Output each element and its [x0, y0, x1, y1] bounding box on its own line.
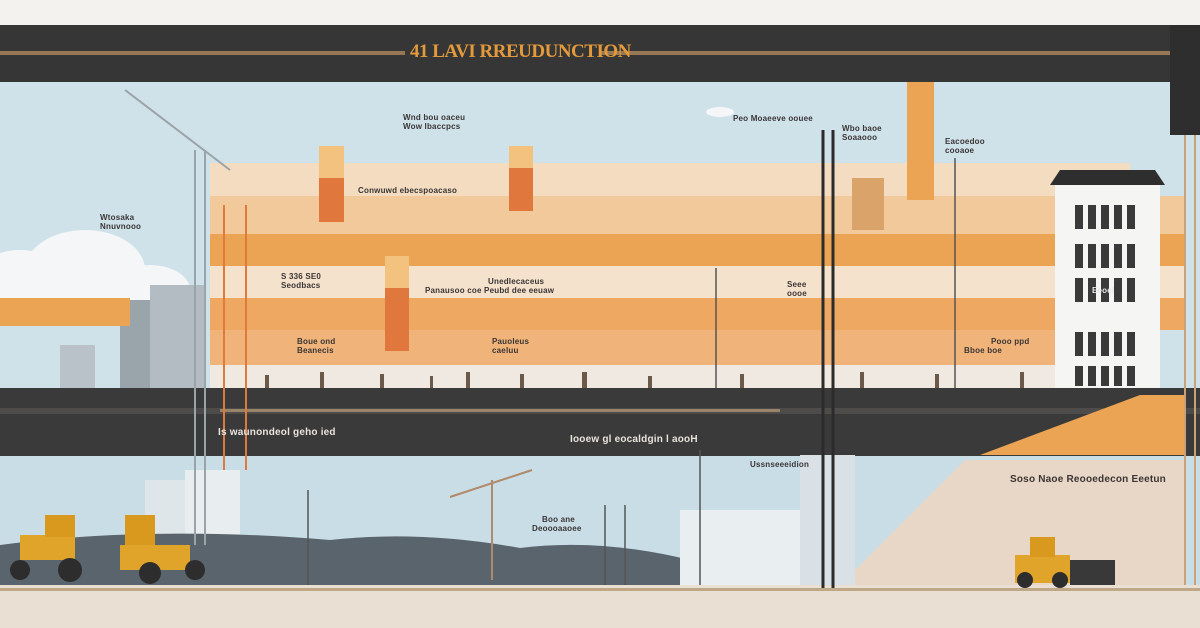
note-line: Nnuvnooo [100, 222, 142, 231]
crane-lower [449, 469, 533, 580]
lower-left-note: Boue ond Beanecis [297, 337, 335, 355]
left-sky-note: Wtosaka Nnuvnooo [100, 213, 141, 231]
scaffold-orange [223, 205, 247, 470]
road-left-caption: Is waunondeol geho ied [218, 427, 336, 438]
accent-block [385, 288, 409, 351]
note-line: Panausoo coe Peubd dee eeuaw [425, 286, 555, 295]
lower-tower [800, 455, 855, 585]
banner-stripe [0, 51, 1170, 55]
tower-black [821, 130, 835, 588]
note-line: Wbo baoe [842, 124, 882, 133]
accent-block [319, 178, 344, 222]
accent-block [319, 146, 344, 178]
ramp [840, 460, 1185, 585]
note-line: Wow lbaccpcs [403, 122, 461, 131]
hanging-banner [907, 62, 934, 200]
band-left [0, 298, 130, 326]
right-sky-note: Wbo baoe Soaaooo [842, 124, 882, 142]
ramp-top [980, 395, 1185, 455]
far-right-note: Eacoedoo cooaoe [945, 137, 985, 155]
ground-note: Boo ane Deoooaaoee [532, 515, 582, 533]
tower-right [1184, 135, 1196, 585]
band-4 [210, 266, 1185, 298]
building-sign: Eeoel [1092, 286, 1115, 295]
band-3 [210, 234, 1185, 266]
center-left-note: S 336 SE0 Seodbacs [281, 272, 321, 290]
note-line: Beanecis [297, 346, 334, 355]
ground-line [0, 588, 1200, 591]
ground-strip [0, 585, 1200, 628]
band-5 [210, 298, 1185, 330]
note-line: Deoooaaoee [532, 524, 582, 533]
note-line: Pauoleus [492, 337, 530, 346]
lower-right-note: Pooo ppd Bboe boe [964, 337, 1029, 355]
note-line: Unedlecaceus [488, 277, 545, 286]
lamp-posts [307, 158, 956, 585]
lower-center-note: Pauoleus caeluu [492, 337, 529, 355]
note-line: Soaaooo [842, 133, 878, 142]
sky-center-note: Peo Moaeeve oouee [733, 114, 813, 123]
note-line: Wnd bou oaceu [403, 113, 466, 122]
crane-left [124, 89, 231, 545]
road-highlight [220, 409, 780, 412]
band-top-caption: Conwuwd ebecspoacaso [358, 186, 458, 195]
page-title: 41 LAVI RREUDUNCTION [410, 41, 631, 62]
center-note: Unedlecaceus Panausoo coe Peubd dee eeua… [425, 277, 554, 295]
tower-block [852, 178, 884, 230]
excavator-right [1015, 537, 1115, 588]
band-6 [210, 330, 1060, 365]
banner-post [1170, 25, 1200, 135]
note-line: Seodbacs [281, 281, 321, 290]
band-7 [210, 365, 1110, 388]
note-line: oooe [787, 289, 807, 298]
band-2 [210, 196, 1185, 236]
right-building [1050, 170, 1165, 390]
lower-building [680, 510, 810, 585]
under-road-note: Ussnseeeidion [750, 460, 810, 469]
accent-block [509, 146, 533, 168]
upper-left-note: Wnd bou oaceu Wow lbaccpcs [403, 113, 465, 131]
ramp-caption: Soso Naoe Reooedecon Eeetun [1010, 474, 1166, 485]
note-line: Boue ond [297, 337, 336, 346]
note-line: cooaoe [945, 146, 975, 155]
note-line: Pooo ppd [991, 337, 1030, 346]
note-line: Eacoedoo [945, 137, 985, 146]
road [0, 388, 1200, 456]
excavator-left [10, 515, 205, 584]
note-line: Boo ane [542, 515, 575, 524]
note-line: Seee [787, 280, 807, 289]
road-center-caption: Iooew gl eocaldgin l aooH [570, 434, 698, 445]
accent-block [385, 256, 409, 288]
note-line: Bboe boe [964, 346, 1003, 355]
note-line: S 336 SE0 [281, 272, 322, 281]
note-line: Wtosaka [100, 213, 135, 222]
mid-right-note: Seee oooe [787, 280, 807, 298]
accent-block [509, 168, 533, 211]
note-line: caeluu [492, 346, 519, 355]
